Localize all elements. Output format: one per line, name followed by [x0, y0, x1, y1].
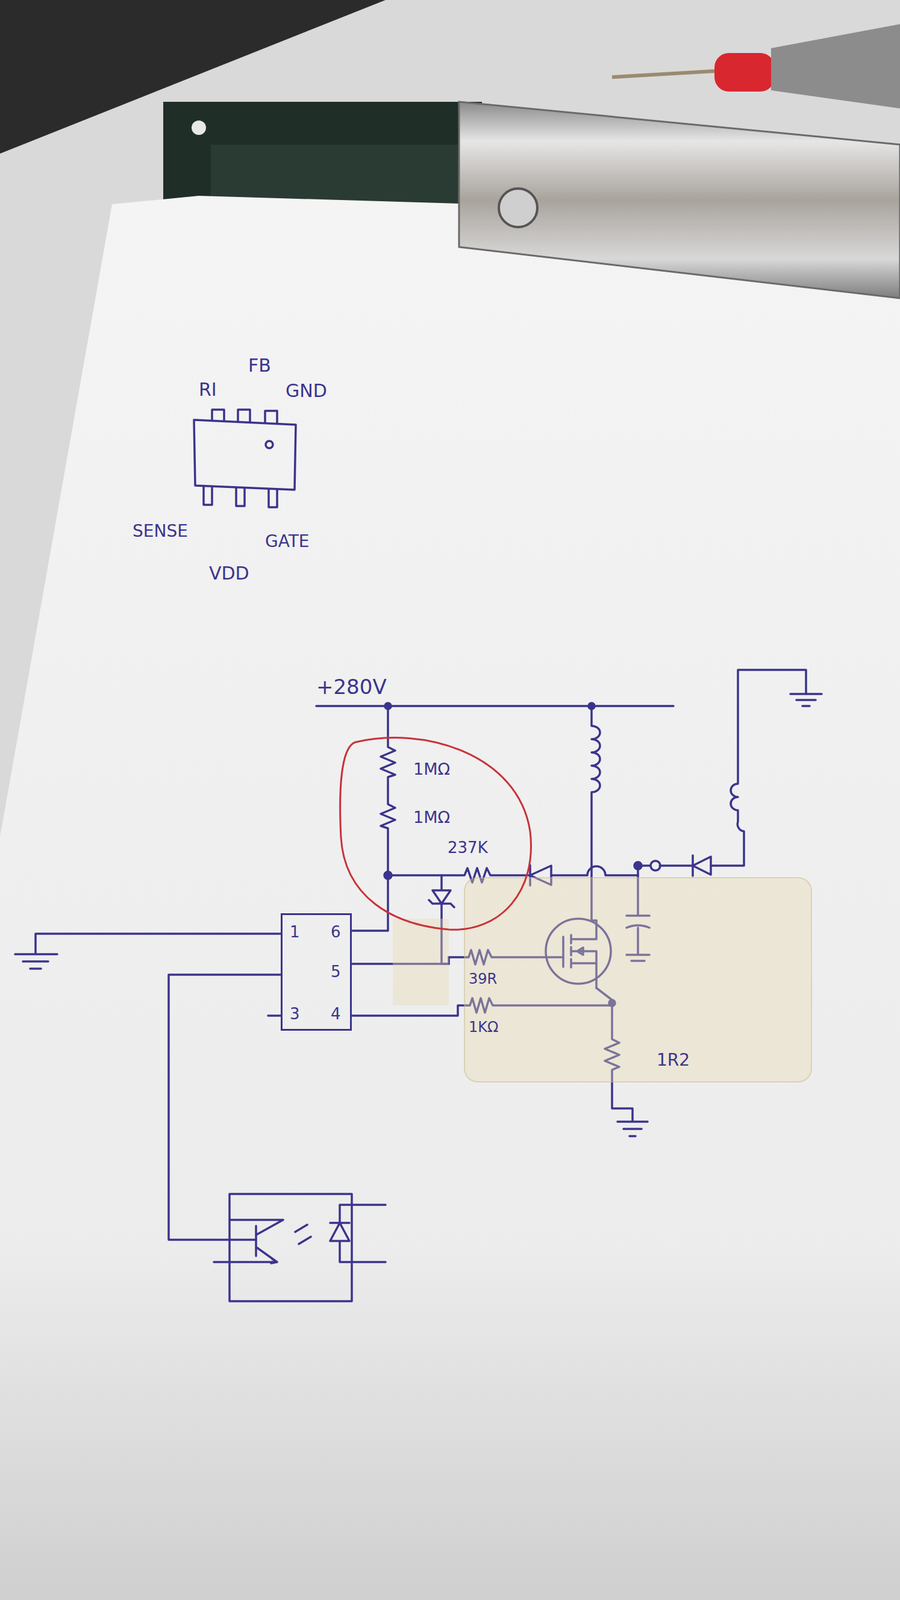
probe-red	[714, 53, 775, 92]
tape	[464, 877, 812, 1082]
phototransistor	[213, 1219, 284, 1264]
optocoupler-box	[229, 1193, 352, 1302]
probe-handle	[771, 24, 900, 109]
pin-or-value-label: GND	[285, 380, 328, 401]
ground-wire	[15, 933, 281, 969]
ic-sketch-body	[193, 419, 296, 490]
pin-or-value-label: VDD	[209, 563, 250, 584]
light-arrows	[295, 1224, 311, 1244]
pin-number: 1	[289, 923, 300, 941]
pin-number: 3	[289, 1005, 300, 1023]
clip-rivet	[498, 188, 538, 228]
ic-pin1-dot	[265, 440, 273, 449]
feedback-wire	[168, 974, 281, 1240]
pin-or-value-label: 1KΩ	[468, 1019, 499, 1035]
aux-winding	[637, 669, 822, 866]
rail-wire	[316, 704, 674, 708]
pcb-hole	[191, 120, 207, 135]
metal-clip	[459, 101, 900, 299]
junction-dot	[634, 862, 642, 870]
ink-drawing	[15, 409, 822, 1302]
pin-or-value-label: 39R	[468, 971, 497, 987]
pin-number: 4	[330, 1005, 341, 1023]
pin-or-value-label: GATE	[265, 532, 310, 552]
pin3-stub	[268, 1014, 281, 1017]
pin-or-value-label: 237K	[447, 839, 488, 857]
paper	[0, 195, 900, 1600]
junction-dot	[384, 871, 392, 879]
probe-tip	[612, 71, 715, 78]
pin-or-value-label: RI	[198, 379, 217, 400]
aux-diode	[692, 855, 711, 876]
ic-sketch-pins-bottom	[203, 486, 278, 508]
pin-number: 6	[330, 923, 341, 941]
tape	[392, 918, 449, 1006]
wire-ring	[650, 860, 661, 871]
junction-dot	[588, 703, 595, 710]
pin-or-value-label: SENSE	[132, 522, 188, 541]
led-symbol	[330, 1204, 386, 1263]
pin-or-value-label: 1MΩ	[413, 760, 450, 779]
pin-or-value-label: 1MΩ	[413, 808, 450, 827]
ic-box: 1 6 5 3 4	[280, 913, 352, 1031]
pin-or-value-label: +280V	[316, 675, 387, 699]
junction-dot	[384, 703, 391, 710]
ic-sketch-pins-top	[212, 409, 278, 424]
red-circle	[340, 737, 532, 930]
pin-or-value-label: 1R2	[656, 1051, 690, 1070]
pin-number: 5	[330, 963, 341, 981]
pin-or-value-label: FB	[248, 355, 272, 376]
